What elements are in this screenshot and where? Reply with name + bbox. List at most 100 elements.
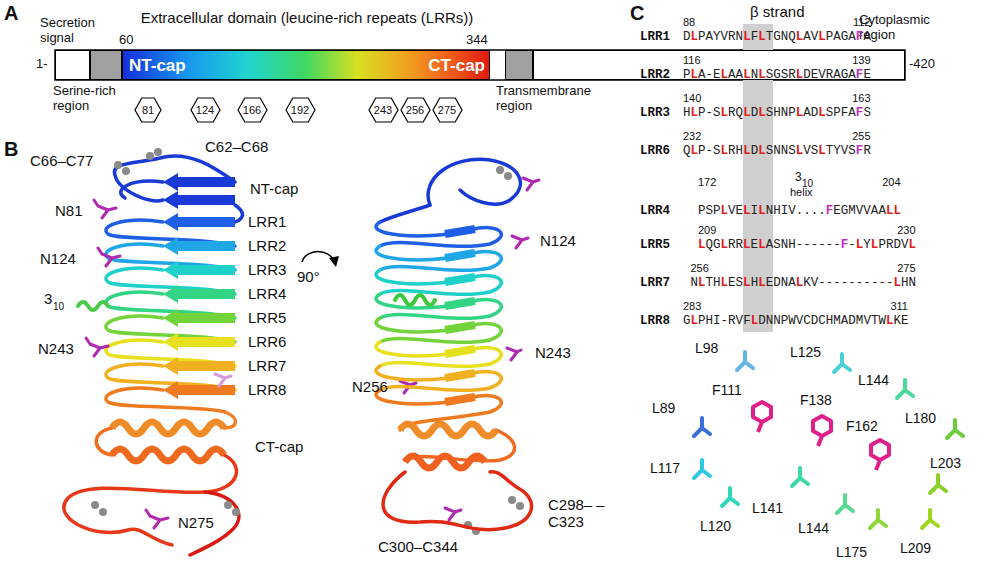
residue-letter: P — [698, 106, 706, 120]
residue-letter: P — [698, 144, 706, 158]
rotated-ribbon — [376, 222, 501, 246]
residue-letter: V — [841, 144, 849, 158]
residue-letter: - — [833, 238, 841, 252]
residue-label: L175 — [836, 544, 867, 560]
residue-letter: E — [811, 68, 819, 82]
residue-letter: S — [766, 68, 774, 82]
residue-letter: Q — [706, 238, 714, 252]
residue-letter: N — [751, 68, 759, 82]
sequence-text: GLPHI-RVFLDNNPWVCDCHMADMVTWLKE — [683, 314, 908, 328]
residue-letter: R — [728, 314, 736, 328]
glycosylation-site-hexagon: 124 — [190, 97, 221, 123]
residue-letter: P — [781, 314, 789, 328]
residue-letter: N — [781, 106, 789, 120]
residue-number: 60 — [119, 33, 133, 48]
hexagon-outline — [135, 98, 161, 122]
ribbon-loops — [64, 455, 237, 545]
residue-letter: L — [758, 276, 766, 290]
residue-letter: N — [781, 276, 789, 290]
structure-label: LRR7 — [248, 357, 286, 374]
residue-letter: P — [698, 204, 706, 218]
rotated-ribbon — [383, 472, 532, 530]
residue-label: F138 — [800, 392, 832, 408]
beta-strands — [163, 173, 235, 191]
residue-letter: V — [811, 30, 819, 44]
rotation-arrow — [302, 252, 339, 268]
disulfide-balls — [224, 501, 232, 509]
residue-letter: E — [736, 204, 744, 218]
residue-letter: - — [706, 68, 714, 82]
residue-letter: A — [848, 30, 856, 44]
residue-label: L89 — [652, 400, 675, 416]
residue-number: 275 — [897, 262, 915, 275]
residue-letter: L — [691, 30, 699, 44]
residue-letter: - — [841, 276, 849, 290]
residue-letter: S — [826, 106, 834, 120]
residue-label: F162 — [846, 418, 878, 434]
residue-letter: - — [848, 238, 856, 252]
residue-label: L98 — [695, 340, 718, 356]
residue-letter: - — [886, 276, 894, 290]
edge-on-strands — [445, 277, 475, 282]
residue-letter: T — [766, 30, 774, 44]
residue-number: 139 — [852, 54, 870, 67]
rotation-arrow — [302, 252, 334, 263]
residue-letter: G — [841, 68, 849, 82]
residue-sticks — [897, 380, 913, 398]
residue-letter: D — [758, 314, 766, 328]
residue-letter: N — [766, 314, 774, 328]
structure-label: 90° — [297, 268, 320, 285]
helices — [112, 449, 224, 461]
residue-number: 204 — [882, 176, 900, 189]
residue-letter: H — [751, 276, 759, 290]
residue-letter: L — [691, 144, 699, 158]
residue-letter: S — [706, 204, 714, 218]
edge-on-strands — [445, 349, 475, 354]
site-number: 166 — [237, 104, 268, 117]
residue-letter: R — [728, 30, 736, 44]
residue-number: 344 — [466, 33, 488, 48]
residue-letter: A — [803, 30, 811, 44]
glycosylation-site-hexagon: 81 — [134, 97, 162, 123]
residue-sticks — [930, 475, 946, 493]
residue-letter: R — [788, 68, 796, 82]
region-heading: Secretion signal — [40, 16, 112, 46]
residue-letter: F — [841, 106, 849, 120]
serine-rich-segment: Serine-rich region — [90, 50, 122, 80]
residue-letter: L — [698, 238, 706, 252]
residue-label: L120 — [700, 518, 731, 534]
rotated-helices — [405, 456, 485, 468]
residue-letter: N — [736, 30, 744, 44]
residue-letter: P — [833, 106, 841, 120]
residue-letter: P — [683, 68, 691, 82]
residue-letter: - — [871, 276, 879, 290]
residue-letter: - — [856, 276, 864, 290]
residue-letter: E — [766, 276, 774, 290]
residue-letter: N — [781, 144, 789, 158]
glycan-sticks — [512, 236, 528, 248]
residue-number: 112 — [853, 16, 871, 29]
glycan-sticks — [146, 510, 168, 528]
residue-letter: A — [788, 276, 796, 290]
structure-label: N81 — [55, 202, 83, 219]
residue-letter: D — [811, 314, 819, 328]
structure-label: LRR8 — [248, 381, 286, 398]
residue-letter: N — [773, 144, 781, 158]
panel-letter: A — [4, 2, 18, 25]
residue-letter: A — [698, 68, 706, 82]
residue-letter: C — [803, 314, 811, 328]
disulfide-balls — [232, 508, 240, 516]
residue-letter: D — [751, 144, 759, 158]
residue-letter: V — [856, 204, 864, 218]
residue-letter: F — [751, 30, 759, 44]
hexagon-outline — [286, 98, 315, 122]
residue-letter: M — [848, 204, 856, 218]
rotated-ribbon — [376, 294, 501, 318]
residue-letter: L — [721, 144, 729, 158]
residue-letter: S — [781, 68, 789, 82]
residue-number: 311 — [890, 300, 908, 313]
residue-letter: L — [743, 144, 751, 158]
residue-letter: F — [856, 144, 864, 158]
residue-letter: L — [758, 204, 766, 218]
residue-letter: V — [811, 276, 819, 290]
